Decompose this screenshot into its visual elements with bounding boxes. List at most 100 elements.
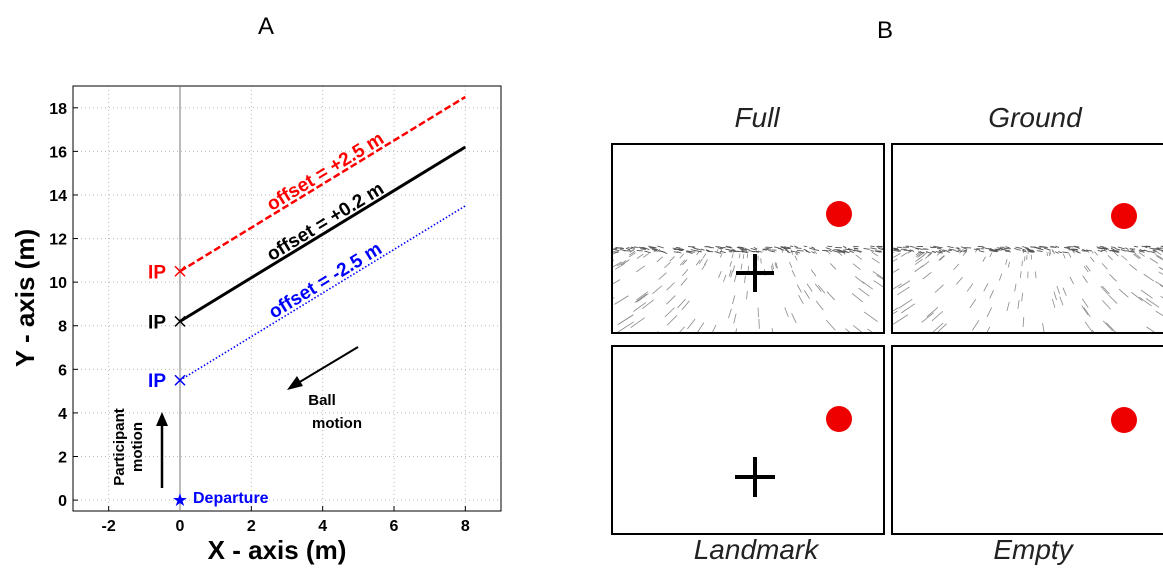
texture-stroke	[1021, 292, 1023, 302]
texture-stroke	[1090, 256, 1095, 263]
texture-stroke	[774, 262, 777, 269]
texture-stroke	[682, 269, 689, 277]
texture-stroke	[1051, 249, 1054, 253]
texture-stroke	[1094, 251, 1098, 256]
texture-stroke	[1063, 246, 1071, 249]
texture-stroke	[892, 283, 903, 291]
texture-stroke	[1100, 286, 1109, 295]
texture-stroke	[825, 247, 832, 250]
texture-stroke	[711, 324, 717, 333]
texture-stroke	[630, 248, 635, 252]
texture-stroke	[1081, 298, 1089, 308]
texture-stroke	[870, 250, 874, 252]
texture-stroke	[925, 253, 932, 259]
texture-stroke	[898, 280, 911, 289]
texture-stroke	[628, 252, 636, 258]
texture-stroke	[989, 252, 993, 258]
participant-motion-arrow	[156, 412, 168, 488]
texture-stroke	[696, 250, 702, 253]
texture-stroke	[842, 245, 847, 249]
texture-stroke	[781, 249, 784, 253]
texture-stroke	[736, 246, 741, 249]
texture-stroke	[892, 310, 898, 315]
x-axis-title: X - axis (m)	[208, 535, 347, 565]
texture-stroke	[762, 248, 769, 251]
texture-stroke	[826, 291, 835, 301]
texture-stroke	[733, 313, 737, 324]
texture-stroke	[892, 307, 899, 312]
texture-stroke	[794, 255, 798, 261]
texture-stroke	[858, 250, 862, 253]
texture-stroke	[764, 247, 772, 250]
texture-stroke	[1102, 285, 1110, 295]
texture-stroke	[789, 261, 793, 268]
series-line	[179, 95, 466, 273]
texture-stroke	[612, 250, 619, 256]
texture-stroke	[634, 332, 637, 333]
texture-stroke	[1054, 251, 1059, 254]
texture-stroke	[1017, 299, 1020, 310]
condition-label-ground: Ground	[988, 102, 1083, 133]
texture-stroke	[695, 259, 701, 266]
texture-stroke	[1124, 247, 1129, 250]
departure-label: Departure	[193, 490, 269, 507]
x-tick-label: -2	[102, 518, 116, 535]
texture-stroke	[1107, 255, 1113, 261]
y-axis-title: Y - axis (m)	[10, 229, 40, 367]
texture-stroke	[791, 269, 796, 277]
texture-stroke	[892, 247, 899, 250]
texture-stroke	[704, 259, 709, 265]
texture-stroke	[803, 290, 810, 299]
texture-stroke	[794, 250, 798, 256]
texture-stroke	[1152, 248, 1159, 251]
texture-stroke	[871, 257, 880, 264]
texture-stroke	[768, 250, 776, 253]
texture-stroke	[996, 247, 1004, 250]
ip-label: IP	[148, 262, 166, 283]
texture-stroke	[1115, 250, 1120, 252]
texture-stroke	[998, 273, 1003, 281]
texture-stroke	[922, 251, 929, 257]
texture-stroke	[983, 283, 989, 292]
texture-stroke	[934, 284, 944, 293]
ball	[826, 201, 852, 227]
texture-stroke	[992, 249, 998, 253]
texture-stroke	[1055, 245, 1060, 248]
texture-stroke	[1069, 276, 1075, 285]
texture-stroke	[680, 277, 688, 286]
texture-stroke	[1110, 246, 1116, 249]
texture-stroke	[960, 246, 965, 249]
texture-stroke	[612, 279, 621, 285]
texture-stroke	[744, 248, 750, 251]
y-tick-label: 14	[49, 188, 67, 205]
x-tick-label: 2	[247, 518, 256, 535]
texture-stroke	[922, 271, 932, 280]
texture-stroke	[657, 245, 664, 249]
texture-stroke	[630, 317, 645, 328]
landmark-cross	[736, 254, 774, 292]
texture-stroke	[1084, 321, 1093, 333]
texture-stroke	[795, 251, 801, 254]
texture-stroke	[730, 270, 733, 278]
texture-stroke	[1042, 323, 1045, 333]
texture-stroke	[634, 246, 638, 248]
texture-stroke	[702, 253, 707, 259]
y-tick-label: 16	[49, 144, 67, 161]
ball-motion-label-2: motion	[312, 415, 362, 432]
grid	[73, 86, 501, 511]
plot-frame	[72, 85, 502, 512]
texture-stroke	[844, 248, 852, 251]
texture-stroke	[620, 259, 630, 266]
ball	[826, 406, 852, 432]
texture-stroke	[1149, 257, 1159, 264]
texture-stroke	[629, 250, 636, 256]
texture-stroke	[872, 271, 884, 279]
stimulus-landmark	[611, 345, 885, 535]
stimulus-panels: Full Ground Landmark Empty	[611, 102, 1163, 565]
texture-stroke	[863, 247, 870, 250]
texture-stroke	[771, 328, 774, 333]
texture-stroke	[972, 320, 980, 331]
texture-stroke	[728, 308, 732, 319]
texture-stroke	[1014, 247, 1021, 251]
